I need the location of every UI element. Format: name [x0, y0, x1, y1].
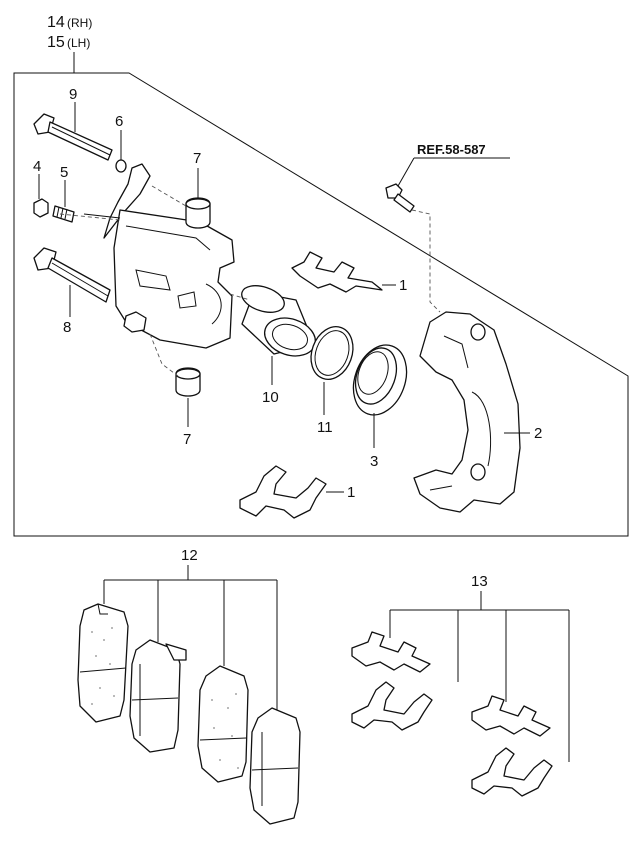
caliper-housing — [59, 163, 235, 349]
callout-11: 11 — [317, 419, 333, 436]
callout-9: 9 — [69, 86, 77, 103]
callout-1-lower: 1 — [347, 484, 355, 501]
callout-1-upper: 1 — [399, 277, 407, 294]
pad-clip-kit-item-3 — [471, 695, 551, 737]
pad-clip-lower: 1 — [239, 465, 355, 519]
brake-pad-1 — [77, 603, 129, 723]
guide-ring: 6 — [115, 113, 127, 173]
guide-bolt-lower: 8 — [33, 247, 111, 336]
callout-4: 4 — [33, 158, 41, 175]
assembly-rh-number: 14 — [47, 14, 65, 31]
caliper-carrier: 2 — [413, 311, 542, 513]
assembly-lh-number: 15 — [47, 34, 65, 51]
callout-2: 2 — [534, 425, 542, 442]
pad-clip-kit-item-4 — [471, 747, 553, 797]
bleeder-screw: 5 — [52, 164, 75, 223]
piston: 10 — [229, 285, 316, 406]
callout-13: 13 — [471, 573, 488, 590]
brake-pad-kit: 12 — [77, 547, 301, 825]
ref-leader — [397, 157, 415, 187]
brake-pad-2 — [129, 639, 187, 753]
callout-10: 10 — [262, 389, 279, 406]
callout-6: 6 — [115, 113, 123, 130]
callout-7-lower: 7 — [183, 431, 191, 448]
assembly-title: 14 (RH) 15 (LH) — [47, 14, 92, 73]
callout-8: 8 — [63, 319, 71, 336]
piston-seal: 11 — [310, 326, 354, 436]
callout-12: 12 — [181, 547, 198, 564]
guide-boot-upper: 7 — [151, 150, 211, 229]
guide-bolt-upper: 9 — [33, 86, 113, 161]
assembly-lh-side: (LH) — [67, 36, 90, 50]
pad-clip-kit-item-1 — [351, 631, 431, 673]
ref-label: REF.58-587 — [417, 142, 486, 157]
dust-boot: 3 — [352, 344, 408, 470]
guide-boot-lower: 7 — [149, 333, 201, 448]
caliper-assembly-frame — [13, 72, 629, 537]
callout-5: 5 — [60, 164, 68, 181]
bleeder-cap: 4 — [33, 158, 49, 218]
brake-pad-3 — [197, 665, 249, 783]
callout-7-upper: 7 — [193, 150, 201, 167]
pad-clip-kit: 13 — [351, 573, 570, 797]
callout-3: 3 — [370, 453, 378, 470]
brake-pad-4 — [249, 707, 301, 825]
carrier-bolt: REF.58-587 — [385, 142, 510, 313]
pad-clip-upper: 1 — [291, 251, 407, 294]
pad-clip-kit-item-2 — [351, 681, 433, 731]
assembly-rh-side: (RH) — [67, 16, 92, 30]
